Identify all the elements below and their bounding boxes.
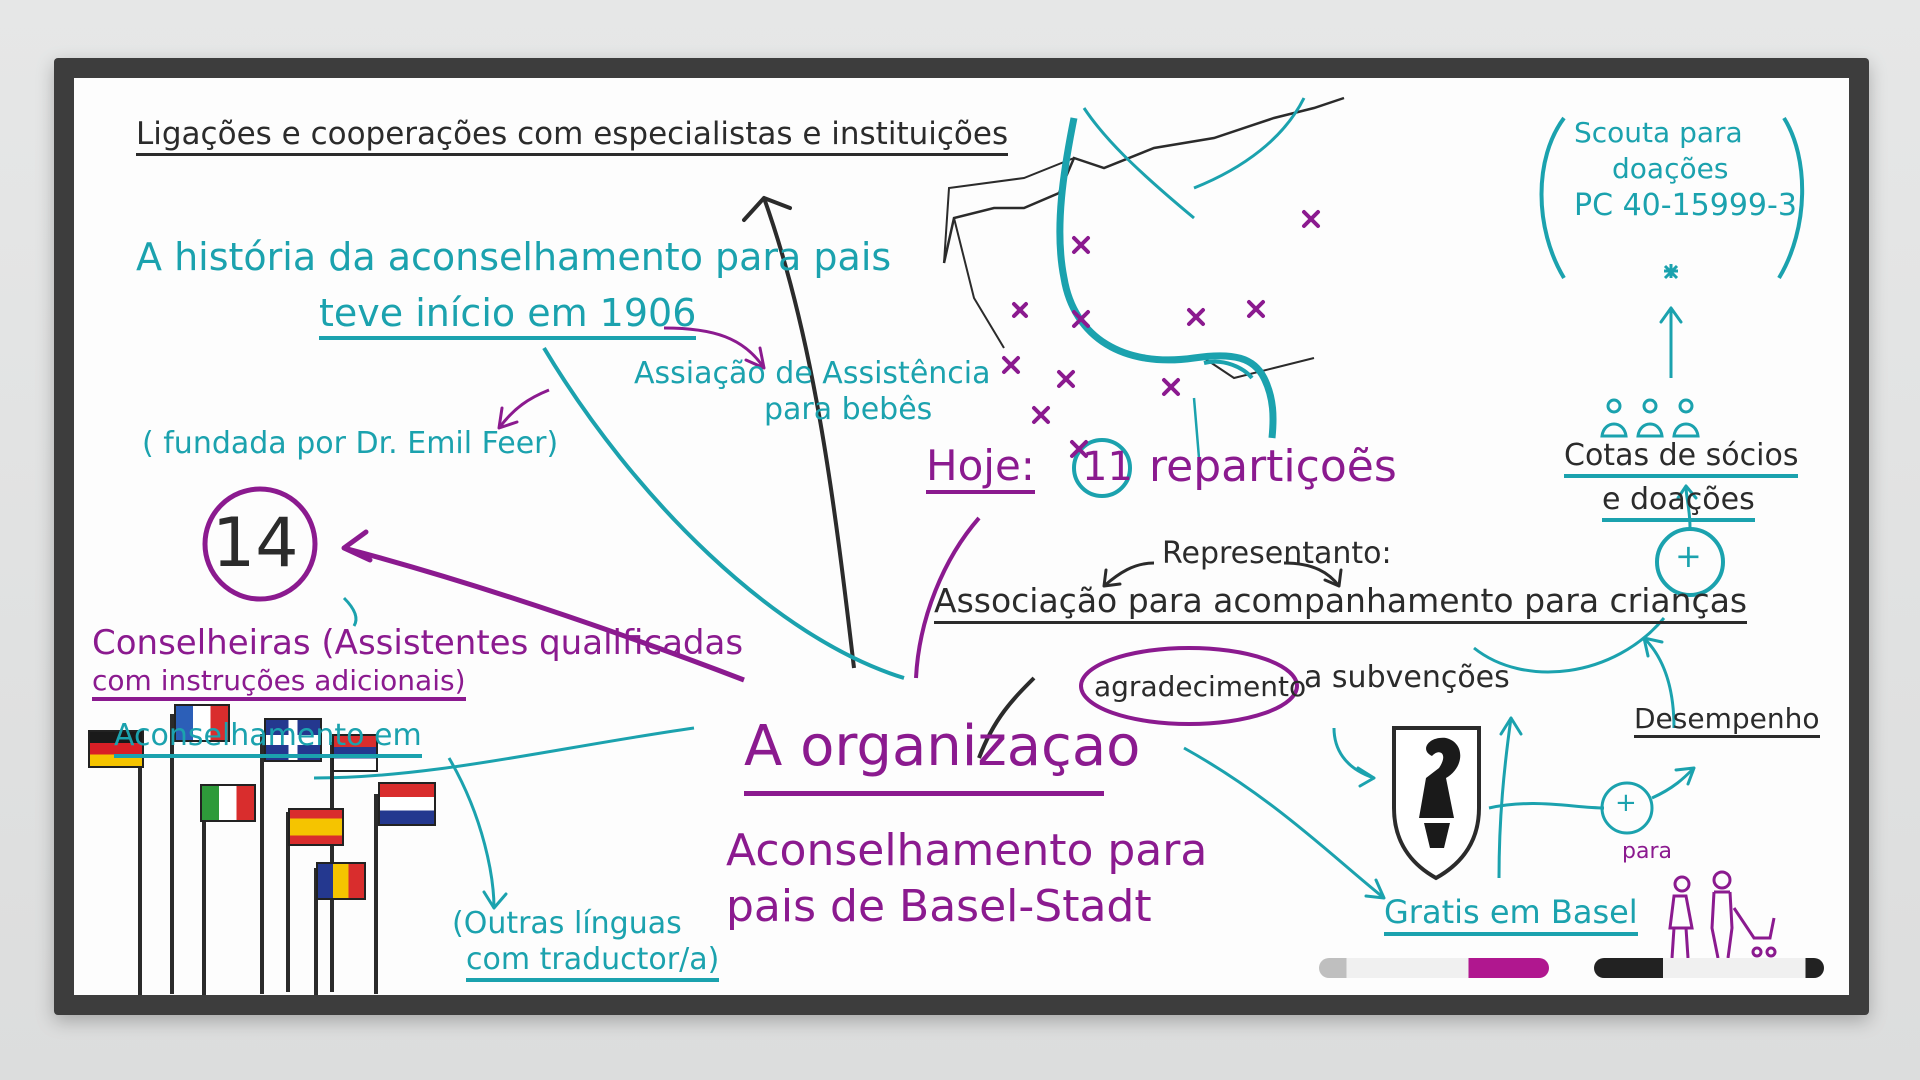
spain-flag-icon (288, 808, 344, 846)
flag-pole (260, 734, 264, 994)
germany-flag-icon (88, 730, 144, 768)
flag-pole (138, 738, 142, 995)
donation-account-line2: doações (1612, 152, 1729, 185)
for-label: para (1622, 839, 1672, 864)
counselors-text-line2: com instruções adicionais) (92, 666, 466, 702)
subsidies-text: a subvenções (1304, 660, 1510, 695)
association-children-text: Associação para acompanhamento para cria… (934, 583, 1748, 624)
basel-bishop-staff-shield-icon (1392, 726, 1481, 881)
donation-account-line3: PC 40-15999-3 (1574, 188, 1797, 223)
thanks-text: agradecimento (1094, 670, 1307, 703)
history-text-line1: A história da aconselhamento para pais (136, 235, 892, 279)
links-heading: Ligações e cooperações com especialistas… (136, 118, 1009, 156)
today-number: 11 (1082, 444, 1133, 490)
flag-pole (374, 794, 378, 994)
croatia-flag-icon (378, 782, 436, 826)
organization-subtitle-line1: Aconselhamento para (726, 825, 1208, 876)
today-branches-text: repartiçoẽs (1149, 441, 1397, 492)
member-fees-line2: e doações (1602, 484, 1755, 522)
serbia-flag-icon (332, 734, 378, 772)
counseling-in-text: Aconselhamento em (114, 720, 422, 758)
family-with-stroller-icon (1668, 870, 1777, 959)
flag-pole (286, 812, 290, 992)
today-label: Hoje: (926, 443, 1035, 495)
flag-pole (202, 790, 206, 995)
france-flag-icon (174, 704, 230, 742)
connector-lines (202, 96, 1805, 959)
black-marker-icon (1594, 958, 1824, 978)
organization-title: A organizaçao (744, 717, 1140, 796)
member-fees-line1: Cotas de sócios (1564, 440, 1799, 478)
donation-account-line1: Scouta para (1574, 116, 1743, 149)
association-text-line1: Assiação de Assistência (634, 356, 991, 391)
flag-pole (314, 868, 318, 995)
whiteboard: Ligações e cooperações com especialistas… (74, 78, 1849, 995)
counselor-count: 14 (212, 504, 299, 583)
basel-map-sketch (942, 96, 1345, 459)
people-icon (1600, 398, 1700, 438)
flag-pole (170, 714, 174, 994)
purple-marker-icon (1319, 958, 1549, 978)
uk-flag-icon (264, 718, 322, 762)
association-text-line2: para bebês (764, 392, 933, 427)
other-languages-line2: com traductor/a) (466, 944, 720, 982)
organization-subtitle-line2: pais de Basel-Stadt (726, 881, 1152, 932)
whiteboard-frame: Ligações e cooperações com especialistas… (54, 58, 1869, 1015)
plus-sign-top: + (1675, 537, 1702, 575)
italy-flag-icon (200, 784, 256, 822)
representative-label: Representanto: (1162, 536, 1392, 571)
free-basel-text: Gratis em Basel (1384, 895, 1638, 936)
founded-text: ( fundada por Dr. Emil Feer) (142, 426, 559, 461)
history-text-line2: teve início em 1906 (319, 293, 697, 340)
counselors-text-line1: Conselheiras (Assistentes qualificadas (92, 623, 744, 663)
plus-sign-bottom: + (1615, 788, 1637, 818)
other-languages-line1: (Outras línguas (452, 906, 682, 941)
performance-text: Desempenho (1634, 704, 1820, 739)
romania-flag-icon (316, 862, 366, 900)
